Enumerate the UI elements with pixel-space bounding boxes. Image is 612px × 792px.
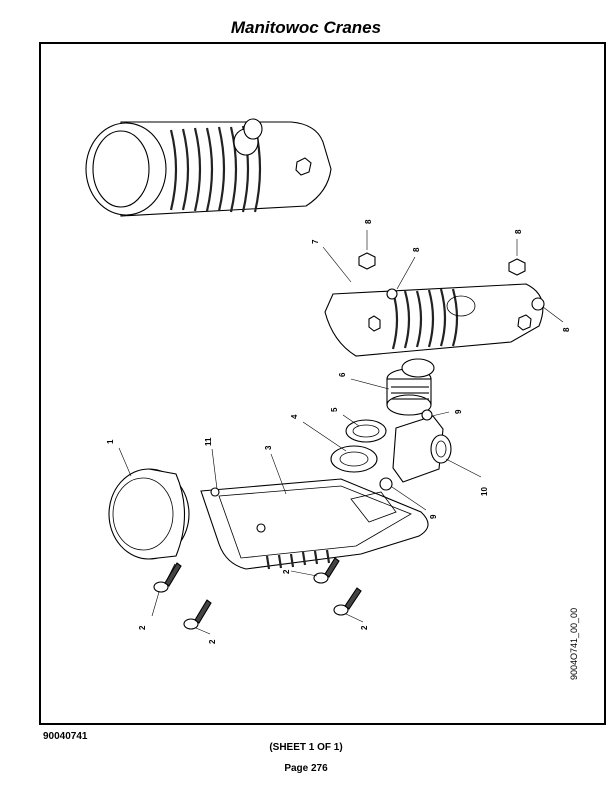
document-number: 90040741 <box>43 731 88 742</box>
callout-6: 6 <box>338 372 347 377</box>
leader-lines <box>118 230 564 635</box>
figure-frame: 1 11 3 4 5 6 7 8 8 8 8 9 9 10 2 2 2 2 90… <box>39 42 606 725</box>
callout-3: 3 <box>264 445 273 450</box>
callout-2-a: 2 <box>138 625 147 630</box>
lower-housing-half <box>200 478 429 570</box>
upper-housing-half <box>324 283 544 357</box>
callout-2-d: 2 <box>360 625 369 630</box>
callout-1: 1 <box>106 439 115 444</box>
callout-9-a: 9 <box>454 409 463 414</box>
callout-8-b: 8 <box>412 247 421 252</box>
screws <box>153 557 362 630</box>
callout-9-b: 9 <box>429 514 438 519</box>
push-button <box>386 358 435 416</box>
callout-11: 11 <box>204 437 213 446</box>
callout-7: 7 <box>311 239 320 244</box>
callout-5: 5 <box>330 407 339 412</box>
nuts <box>358 252 545 311</box>
drawing-id-label: 9004O741_00_00 <box>569 608 579 680</box>
washer-and-nut <box>330 419 387 473</box>
callout-8-d: 8 <box>562 327 571 332</box>
page-number: Page 276 <box>284 763 328 774</box>
callout-8-a: 8 <box>364 219 373 224</box>
callout-8-c: 8 <box>514 229 523 234</box>
callout-labels: 1 11 3 4 5 6 7 8 8 8 8 9 9 10 2 2 2 2 <box>106 219 571 644</box>
callout-2-b: 2 <box>208 639 217 644</box>
callout-10: 10 <box>480 487 489 496</box>
end-cap <box>108 468 190 560</box>
callout-4: 4 <box>290 414 299 419</box>
exploded-parts-diagram: 1 11 3 4 5 6 7 8 8 8 8 9 9 10 2 2 2 2 90… <box>85 118 579 680</box>
assembled-handle <box>85 118 332 217</box>
sheet-indicator: (SHEET 1 OF 1) <box>269 742 343 753</box>
callout-2-c: 2 <box>282 569 291 574</box>
page-header-title: Manitowoc Cranes <box>230 18 382 37</box>
switch-body <box>379 409 452 491</box>
